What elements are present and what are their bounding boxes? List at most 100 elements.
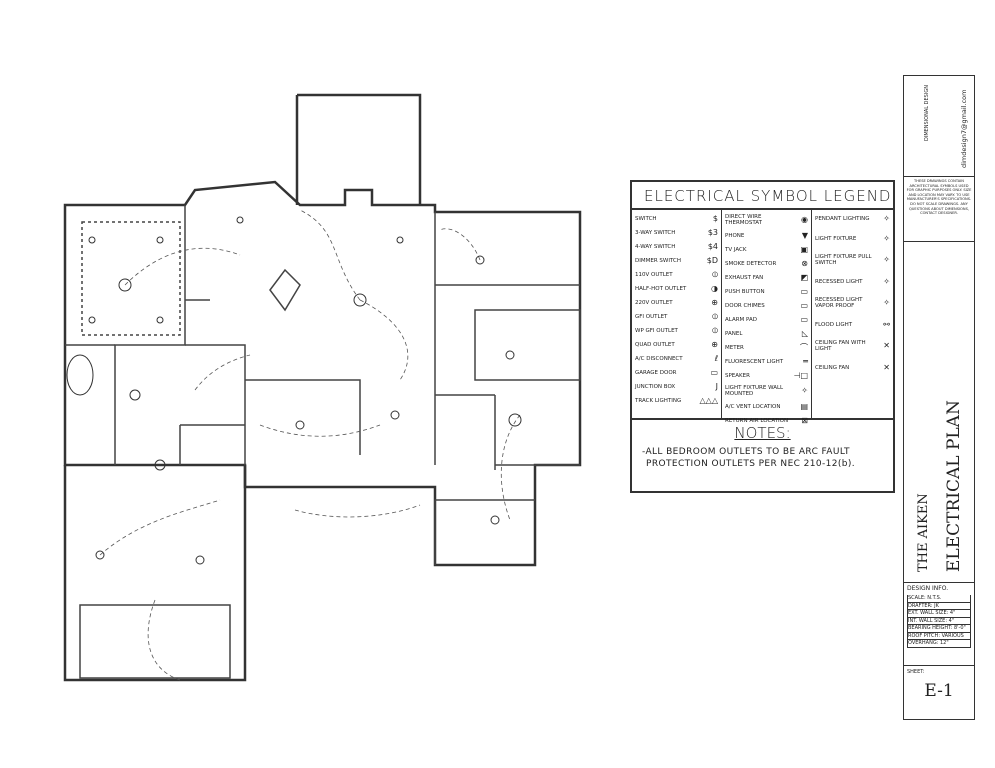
legend-symbol-icon: ⌒ (800, 342, 808, 352)
legend-symbol-icon: ▭ (800, 314, 808, 324)
legend-item: A/C VENT LOCATION▤ (725, 402, 808, 411)
legend-item-label: LIGHT FIXTURE PULL SWITCH (815, 254, 872, 266)
legend-item: DIMMER SWITCH$D (635, 256, 718, 265)
legend-item: A/C DISCONNECT ℓ (635, 354, 718, 363)
legend-item: PENDANT LIGHTING✧ (815, 214, 890, 223)
legend-item-label: JUNCTION BOX (635, 383, 676, 390)
legend-item-label: SPEAKER (725, 372, 750, 379)
legend-symbol-icon: ⦶ (712, 269, 718, 279)
exterior-walls (63, 93, 582, 682)
legend-symbol-icon: $D (706, 255, 718, 265)
electrical-symbol-legend: ELECTRICAL SYMBOL LEGEND SWITCH $3-WAY SW… (630, 180, 895, 493)
design-info: DESIGN INFO. SCALE: N.T.S. DRAFTER: JK E… (904, 583, 974, 666)
design-info-row: DRAFTER: JK (907, 602, 971, 610)
legend-item: SMOKE DETECTOR⊗ (725, 259, 808, 268)
legend-item-label: TRACK LIGHTING (635, 397, 682, 404)
note-line: -ALL BEDROOM OUTLETS TO BE ARC FAULT (642, 447, 850, 457)
legend-item: WP GFI OUTLET ⦶ (635, 326, 718, 335)
note-line: PROTECTION OUTLETS PER NEC 210-12(b). (646, 459, 856, 469)
legend-symbol-icon: ✧ (883, 255, 890, 264)
legend-item-label: WP GFI OUTLET (635, 327, 678, 334)
legend-item-label: CEILING FAN (815, 364, 850, 371)
wiring-runs (99, 209, 521, 681)
legend-symbol-icon: $ (712, 213, 718, 223)
legend-symbol-icon: $3 (707, 227, 718, 237)
legend-item-label: HALF-HOT OUTLET (635, 285, 687, 292)
design-info-row: OVERHANG: 12" (907, 640, 971, 648)
legend-item: 4-WAY SWITCH$4 (635, 242, 718, 251)
legend-item-label: GFI OUTLET (635, 313, 668, 320)
legend-item: SPEAKER ⊣□ (725, 371, 808, 380)
legend-column: PENDANT LIGHTING✧ LIGHT FIXTURE ✧ LIGHT FIX… (812, 210, 893, 418)
legend-item: PUSH BUTTON▭ (725, 287, 808, 296)
legend-symbol-icon: ═ (803, 356, 808, 366)
legend-item-label: SMOKE DETECTOR (725, 260, 777, 267)
legend-symbol-icon: ⚯ (883, 319, 890, 329)
legend-item: DIRECT WIRE THERMOSTAT◉ (725, 214, 808, 226)
legend-symbol-icon: ◑ (711, 283, 718, 293)
legend-symbol-icon: ⊣□ (793, 370, 808, 380)
legend-item: FLOOD LIGHT⚯ (815, 320, 890, 329)
title-block: DIMENSIONAL DESIGN dimdesign7@gmail.com … (903, 75, 975, 720)
legend-item-label: METER (725, 344, 744, 351)
light-fixtures (66, 216, 522, 565)
legend-item-label: SWITCH (635, 215, 657, 222)
legend-symbol-icon: ✧ (883, 298, 890, 307)
legend-item: ALARM PAD ▭ (725, 315, 808, 324)
legend-item-label: QUAD OUTLET (635, 341, 675, 348)
legend-symbol-icon: ▭ (800, 286, 808, 296)
legend-item: GFI OUTLET ⦶ (635, 312, 718, 321)
legend-item: TRACK LIGHTING△△△ (635, 396, 718, 405)
legend-symbol-icon: ⊕ (711, 339, 718, 349)
legend-item: PHONE▼ (725, 231, 808, 240)
legend-title: ELECTRICAL SYMBOL LEGEND (632, 182, 893, 210)
legend-item-label: A/C DISCONNECT (635, 355, 683, 362)
legend-symbol-icon: ✕ (883, 362, 890, 372)
legend-symbol-icon: ✧ (883, 213, 890, 223)
legend-item: TV JACK▣ (725, 245, 808, 254)
legend-item-label: TV JACK (725, 246, 747, 253)
legend-symbol-icon: ✧ (801, 386, 808, 395)
legend-symbol-icon: ⦶ (712, 325, 718, 335)
legend-item: SWITCH $ (635, 214, 718, 223)
legend-item-label: PANEL (725, 330, 743, 337)
notes-text: -ALL BEDROOM OUTLETS TO BE ARC FAULT PRO… (632, 442, 893, 474)
legend-item: METER ⌒ (725, 343, 808, 352)
legend-item: EXHAUST FAN◩ (725, 273, 808, 282)
design-info-label: DESIGN INFO. (907, 585, 949, 592)
legend-item-label: ALARM PAD (725, 316, 757, 323)
notes-title: NOTES: (734, 424, 791, 442)
legend-item-label: CEILING FAN WITH LIGHT (815, 340, 866, 352)
floor-plan (63, 93, 582, 682)
design-info-row: BEARING HEIGHT: 8'-0" (907, 625, 971, 633)
legend-item-label: 110V OUTLET (635, 271, 673, 278)
legend-item: HALF-HOT OUTLET ◑ (635, 284, 718, 293)
legend-item-label: RETURN AIR LOCATION (725, 417, 789, 424)
legend-item: RETURN AIR LOCATION ⊠ (725, 416, 808, 425)
sheet-box: SHEET: E-1 (904, 666, 974, 704)
legend-item: RECESSED LIGHT✧ (815, 277, 890, 286)
legend-symbol-icon: ⦶ (712, 311, 718, 321)
legend-symbol-icon: ⊠ (801, 415, 808, 425)
legend-symbol-icon: ℓ (714, 353, 718, 363)
legend-item-label: 220V OUTLET (635, 299, 673, 306)
legend-item: PANEL ◺ (725, 329, 808, 338)
sheet-title-area: THE AIKEN ELECTRICAL PLAN (904, 242, 974, 583)
legend-symbol-icon: ▭ (710, 367, 718, 377)
designer-logo: DIMENSIONAL DESIGN dimdesign7@gmail.com (904, 76, 974, 177)
project-name: THE AIKEN (916, 493, 931, 572)
interior-walls (65, 205, 581, 679)
legend-item: CEILING FAN WITH LIGHT✕ (815, 340, 890, 352)
legend-symbol-icon: ▼ (801, 230, 808, 240)
legend-item: 3-WAY SWITCH$3 (635, 228, 718, 237)
legend-item-label: LIGHT FIXTURE (815, 235, 857, 242)
legend-symbol-icon: ◩ (800, 272, 808, 282)
sheet-number: E-1 (924, 681, 954, 701)
legend-symbol-icon: ◺ (801, 328, 808, 338)
legend-item-label: A/C VENT LOCATION (725, 403, 781, 410)
design-info-row: ROOF PITCH: VARIOUS (907, 632, 971, 640)
legend-item: 110V OUTLET ⦶ (635, 270, 718, 279)
